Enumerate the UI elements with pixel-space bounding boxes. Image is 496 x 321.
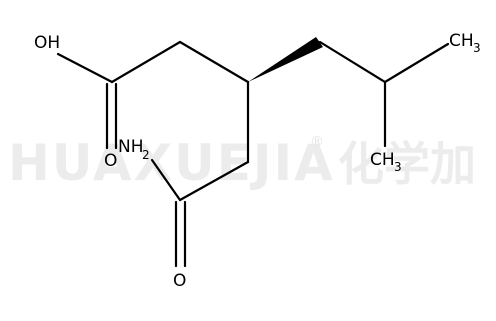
label-nh-sub: 2	[142, 148, 150, 162]
bond-c2-c3	[178, 40, 250, 84]
label-ch3-bottom: CH	[370, 150, 395, 170]
bond-amide-n	[150, 158, 182, 202]
label-ch3-top: CH	[449, 31, 474, 51]
label-ch3-top-sub: 3	[473, 41, 481, 55]
bond-c1-c2	[110, 40, 182, 84]
bond-c4-amide	[178, 160, 250, 202]
wedge-bond	[248, 37, 323, 82]
label-oh: OH	[34, 33, 60, 53]
watermark-chinese: 化学加	[338, 137, 476, 191]
bond-oh-carbonyl	[56, 52, 114, 84]
label-o-top: O	[104, 151, 117, 171]
bond-ch2-ch	[318, 40, 387, 84]
bond-ch-methyl-top	[383, 42, 450, 84]
watermark-latin: HUAXUEJIA	[8, 134, 335, 192]
watermark-registered: ®	[310, 134, 324, 150]
label-ch3-bottom-sub: 3	[394, 160, 402, 174]
label-nh: NH	[118, 137, 144, 157]
label-o-bottom: O	[173, 271, 186, 291]
